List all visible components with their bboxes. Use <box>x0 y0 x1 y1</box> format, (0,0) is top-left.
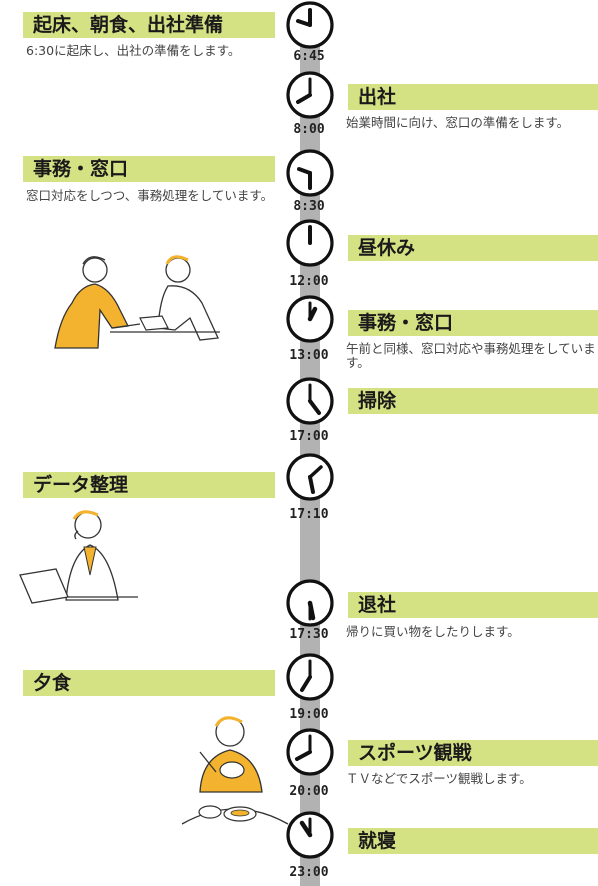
event-heading-wakeup: 起床、朝食、出社準備 <box>23 12 275 38</box>
time-label: 12:00 <box>289 274 329 289</box>
time-label: 17:00 <box>289 429 329 444</box>
event-heading-office-work-am: 事務・窓口 <box>23 156 275 182</box>
clock-icon <box>285 0 335 50</box>
clock-icon <box>285 148 335 198</box>
clock-icon <box>285 652 335 702</box>
time-label: 6:45 <box>293 49 325 64</box>
time-label: 8:30 <box>293 199 325 214</box>
event-heading-data-organize: データ整理 <box>23 472 275 498</box>
time-label: 13:00 <box>289 348 329 363</box>
event-desc-wakeup: 6:30に起床し、出社の準備をします。 <box>26 43 241 58</box>
event-desc-office-work-am: 窓口対応をしつつ、事務処理をしています。 <box>26 188 274 203</box>
event-heading-lunch: 昼休み <box>348 235 598 261</box>
event-heading-cleaning: 掃除 <box>348 388 598 414</box>
clock-icon <box>285 810 335 860</box>
event-heading-sports: スポーツ観戦 <box>348 740 598 766</box>
event-heading-sleep: 就寝 <box>348 828 598 854</box>
clock-icon <box>285 578 335 628</box>
event-desc-leave: 帰りに買い物をしたりします。 <box>346 624 520 639</box>
illustration-counter-service <box>50 248 230 357</box>
event-heading-arrive: 出社 <box>348 84 598 110</box>
clock-icon <box>285 294 335 344</box>
event-heading-leave: 退社 <box>348 592 598 618</box>
illustration-dinner <box>180 712 290 831</box>
clock-icon <box>285 70 335 120</box>
event-desc-office-work-pm: 午前と同様、窓口対応や事務処理をしています。 <box>346 341 596 370</box>
time-label: 19:00 <box>289 707 329 722</box>
clock-icon <box>285 218 335 268</box>
time-label: 17:10 <box>289 507 329 522</box>
clock-icon <box>285 727 335 777</box>
time-label: 20:00 <box>289 784 329 799</box>
time-label: 17:30 <box>289 627 329 642</box>
event-heading-office-work-pm: 事務・窓口 <box>348 310 598 336</box>
illustration-data-work <box>18 505 158 609</box>
event-heading-dinner: 夕食 <box>23 670 275 696</box>
time-label: 8:00 <box>293 122 325 137</box>
clock-icon <box>285 452 335 502</box>
clock-icon <box>285 376 335 426</box>
event-desc-sports: ＴＶなどでスポーツ観戦します。 <box>346 771 532 786</box>
time-label: 23:00 <box>289 865 329 880</box>
event-desc-arrive: 始業時間に向け、窓口の準備をします。 <box>346 115 570 130</box>
